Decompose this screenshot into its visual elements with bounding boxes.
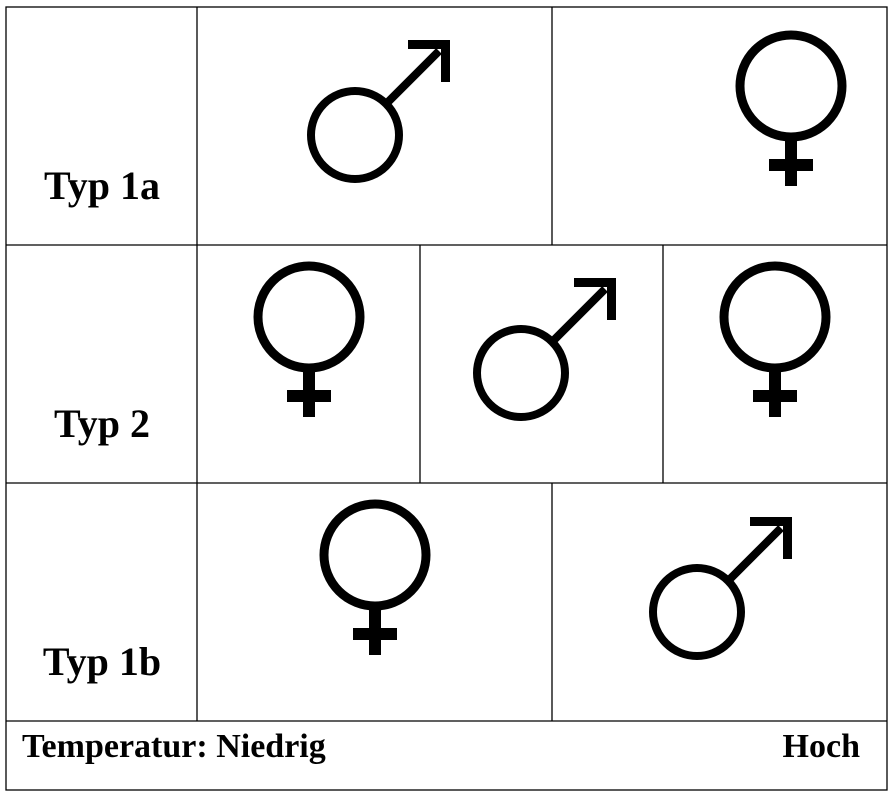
male-symbol-icon (653, 517, 792, 656)
male-symbol-icon (311, 40, 450, 179)
female-symbol-icon (724, 266, 826, 417)
row-typ-1b: Typ 1b (43, 504, 792, 684)
male-symbol-icon (477, 278, 616, 417)
female-symbol-icon (740, 35, 842, 186)
row-label-typ-1a: Typ 1a (44, 163, 160, 208)
row-typ-2: Typ 2 (54, 266, 826, 446)
temperature-axis: Temperatur: Niedrig Hoch (22, 728, 860, 765)
female-symbol-icon (324, 504, 426, 655)
temperature-low-label: Temperatur: Niedrig (22, 728, 326, 765)
temperature-high-label: Hoch (783, 728, 861, 765)
row-label-typ-1b: Typ 1b (43, 639, 161, 684)
row-typ-1a: Typ 1a (44, 35, 842, 208)
table-grid (5, 6, 888, 791)
row-label-typ-2: Typ 2 (54, 401, 150, 446)
female-symbol-icon (258, 266, 360, 417)
